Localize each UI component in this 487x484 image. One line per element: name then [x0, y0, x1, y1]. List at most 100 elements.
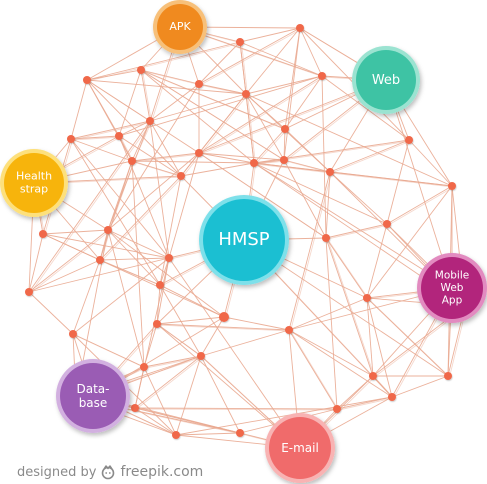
edge	[388, 186, 454, 226]
edge	[200, 84, 248, 96]
network-node	[195, 149, 203, 157]
edge	[42, 233, 225, 318]
network-node	[444, 372, 452, 380]
edge	[99, 257, 170, 261]
edge	[325, 223, 388, 239]
edge	[321, 75, 410, 141]
hub-label-web: Web	[372, 73, 400, 88]
edge	[140, 69, 255, 164]
edge	[131, 160, 255, 164]
edge	[200, 316, 225, 357]
edge	[253, 128, 286, 164]
network-node	[172, 431, 180, 439]
edge	[131, 160, 145, 368]
edge	[290, 330, 339, 411]
edge	[223, 316, 290, 331]
edge	[159, 284, 225, 318]
edge	[142, 70, 287, 131]
edge	[327, 238, 375, 378]
edge	[283, 128, 286, 161]
edge	[253, 159, 285, 164]
edge	[325, 237, 338, 410]
edge	[325, 171, 331, 239]
network-node	[140, 363, 148, 371]
edge	[72, 333, 145, 368]
edge	[88, 80, 152, 123]
edge	[140, 69, 285, 161]
hub-database: Data-base	[56, 359, 130, 433]
network-node	[363, 294, 371, 302]
edge	[107, 229, 225, 318]
edge	[200, 76, 324, 155]
edge	[198, 152, 255, 164]
edge	[156, 323, 290, 331]
edge	[168, 152, 200, 259]
edge	[72, 257, 170, 335]
hub-apk: APK	[153, 0, 207, 54]
edge	[140, 69, 200, 85]
edge	[131, 152, 200, 162]
edge	[329, 139, 410, 173]
edge	[42, 233, 170, 259]
edge	[299, 27, 323, 77]
edge	[168, 257, 301, 449]
edge	[159, 284, 202, 357]
edge	[253, 162, 388, 225]
edge	[72, 121, 152, 141]
edge	[133, 153, 201, 163]
edge	[134, 355, 202, 409]
edge	[198, 152, 327, 239]
edge	[283, 159, 331, 173]
edge	[331, 140, 411, 174]
edge	[366, 297, 374, 377]
edge	[288, 329, 393, 398]
hub-core	[356, 50, 416, 110]
edge	[175, 396, 393, 436]
edge	[175, 432, 241, 436]
edge	[107, 83, 200, 231]
edge	[288, 329, 374, 377]
edge	[288, 329, 338, 410]
network-node	[96, 256, 104, 264]
edge	[200, 329, 290, 357]
edge	[288, 297, 368, 331]
edge	[101, 176, 183, 262]
edge	[74, 334, 146, 369]
network-node	[67, 135, 75, 143]
edge	[180, 93, 247, 177]
edge	[149, 120, 170, 259]
network-node	[448, 182, 456, 190]
edge	[158, 324, 291, 332]
edge	[253, 139, 410, 164]
network-node	[131, 404, 139, 412]
edge	[109, 161, 134, 232]
edge	[253, 162, 453, 289]
edge	[86, 41, 241, 81]
edge	[142, 70, 201, 86]
edge	[143, 355, 202, 368]
hub-core	[203, 199, 285, 281]
edge	[118, 69, 142, 137]
hub-email: E-mail	[265, 413, 335, 483]
network-node	[369, 372, 377, 380]
hub-core	[60, 363, 126, 429]
edge	[156, 316, 225, 325]
edge	[200, 28, 302, 86]
network-node	[197, 352, 205, 360]
edge	[366, 185, 453, 299]
edge	[283, 159, 327, 239]
edge	[247, 94, 256, 165]
network-node	[318, 72, 326, 80]
network-node	[39, 230, 47, 238]
edge	[368, 298, 450, 378]
hub-core	[157, 4, 203, 50]
network-node	[281, 125, 289, 133]
edge	[99, 175, 182, 261]
edge	[28, 229, 109, 293]
edge	[385, 79, 453, 289]
edge	[325, 237, 374, 377]
edge	[198, 83, 247, 95]
network-node	[280, 156, 288, 164]
edge	[28, 233, 44, 293]
